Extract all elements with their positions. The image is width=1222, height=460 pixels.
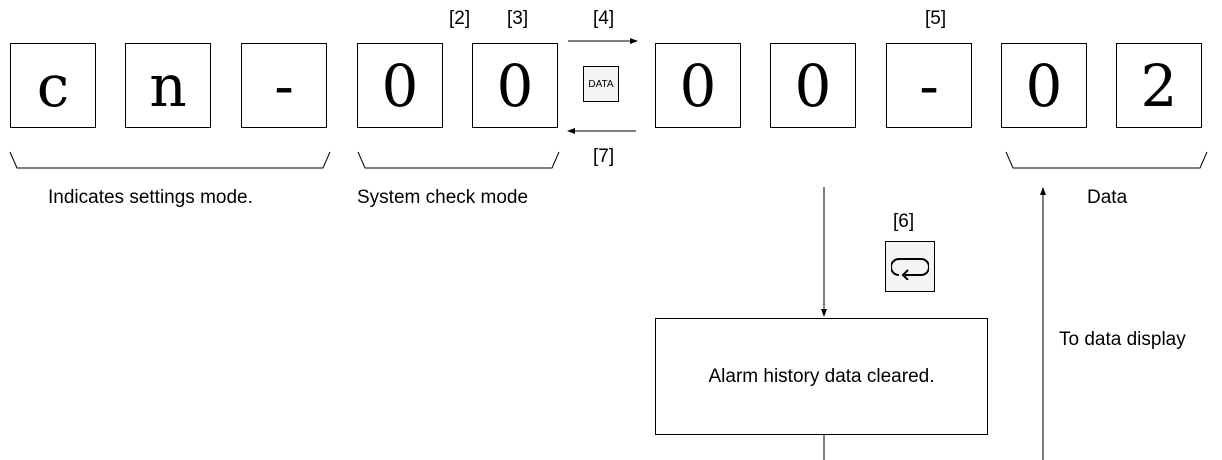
step-7-label: [7] — [593, 146, 615, 167]
display-char-data-5: 2 — [1116, 43, 1202, 128]
alarm-history-cleared-box: Alarm history data cleared. — [655, 318, 988, 435]
settings-mode-label: Indicates settings mode. — [48, 187, 253, 208]
data-label: Data — [1087, 187, 1128, 208]
step-6-label: [6] — [893, 211, 915, 232]
data-key-button[interactable]: DATA — [583, 66, 619, 102]
to-data-display-label: To data display — [1059, 329, 1186, 350]
bracket-data — [1005, 151, 1208, 169]
display-char-mode-2: n — [125, 43, 211, 128]
display-char-data-1: 0 — [655, 43, 741, 128]
enter-return-icon — [891, 257, 929, 280]
step-2-label: [2] — [449, 8, 471, 29]
step-3-label: [3] — [507, 8, 529, 29]
display-char-mode-1: c — [10, 43, 96, 128]
display-char-check-2: 0 — [472, 43, 558, 128]
bracket-settings-mode — [9, 151, 331, 169]
system-check-mode-label: System check mode — [357, 187, 529, 208]
step-5-label: [5] — [925, 8, 947, 29]
display-char-data-3: - — [886, 43, 972, 128]
enter-key-button[interactable] — [885, 241, 935, 292]
display-char-mode-3: - — [241, 43, 327, 128]
bracket-system-check — [357, 151, 560, 169]
alarm-history-cleared-text: Alarm history data cleared. — [708, 365, 935, 387]
step-4-label: [4] — [593, 8, 615, 29]
display-char-check-1: 0 — [357, 43, 443, 128]
display-char-data-4: 0 — [1001, 43, 1087, 128]
display-char-data-2: 0 — [770, 43, 856, 128]
data-key-label: DATA — [588, 78, 614, 90]
